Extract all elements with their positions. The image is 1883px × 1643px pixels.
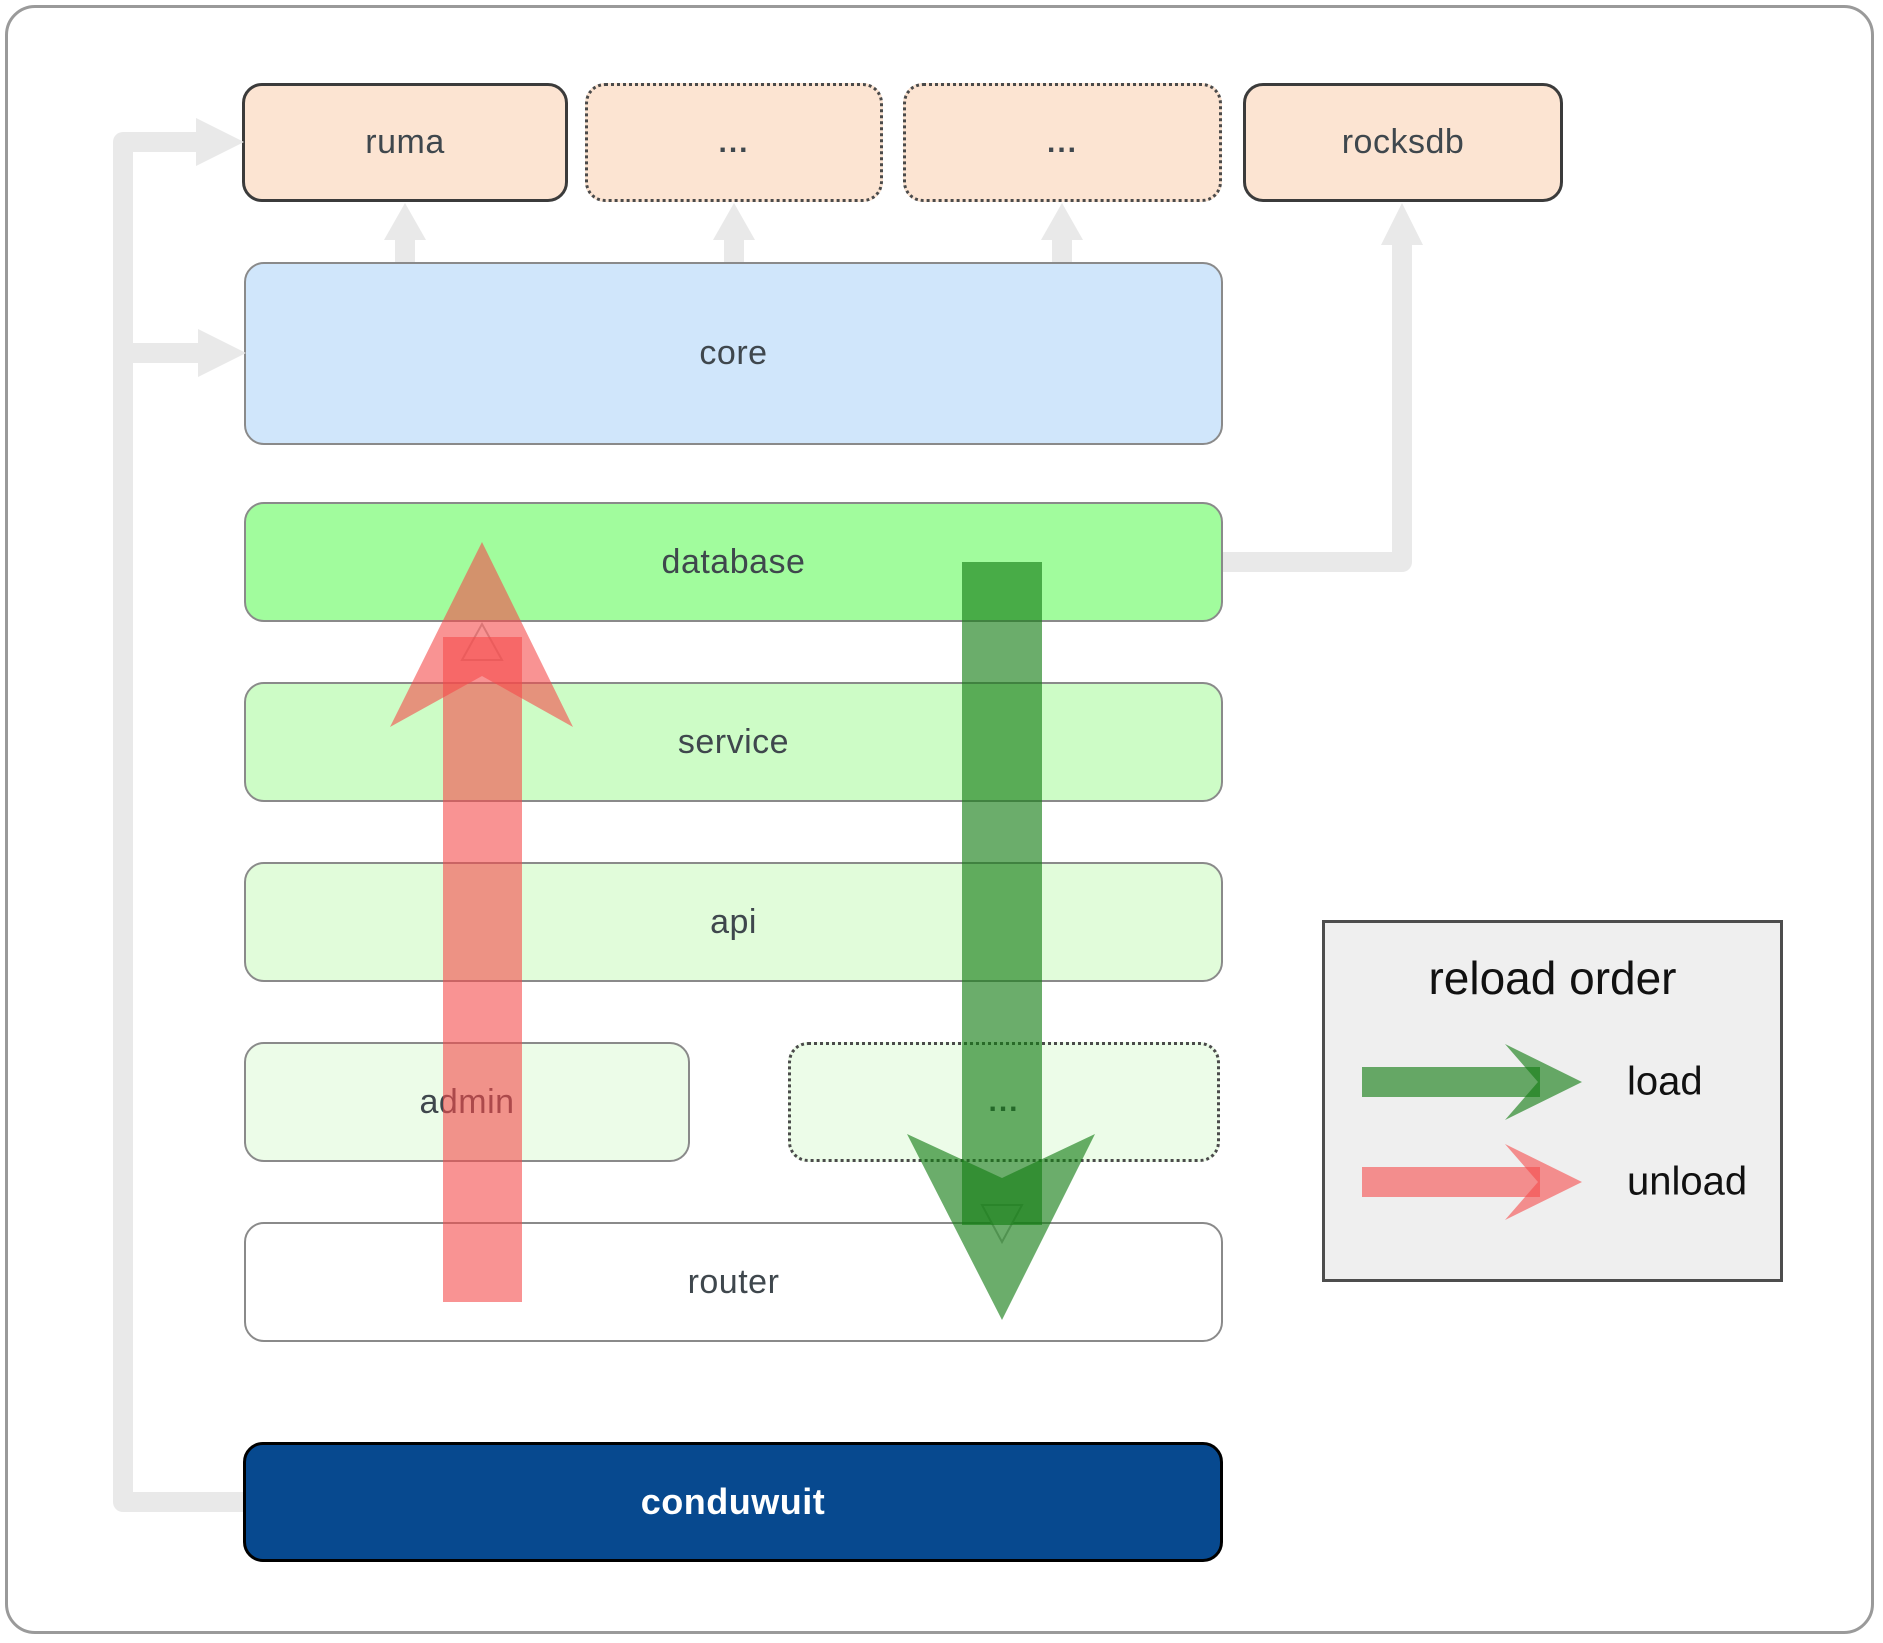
node-core: core bbox=[244, 262, 1223, 445]
node-ellipsis-bottom: ... bbox=[788, 1042, 1220, 1162]
node-router: router bbox=[244, 1222, 1223, 1342]
node-ellipsis-top-1-label: ... bbox=[718, 125, 750, 159]
legend-label-unload: unload bbox=[1627, 1159, 1748, 1204]
node-rocksdb: rocksdb bbox=[1243, 83, 1563, 202]
node-conduwuit: conduwuit bbox=[243, 1442, 1223, 1562]
node-admin-label: admin bbox=[419, 1082, 515, 1121]
node-api: api bbox=[244, 862, 1223, 982]
node-router-label: router bbox=[687, 1262, 780, 1301]
node-service-label: service bbox=[677, 722, 790, 761]
node-ellipsis-top-2: ... bbox=[903, 83, 1222, 202]
node-api-label: api bbox=[710, 902, 757, 941]
node-ruma: ruma bbox=[242, 83, 568, 202]
legend-box: reload order bbox=[1322, 920, 1783, 1282]
node-database-label: database bbox=[661, 542, 806, 581]
diagram-outer-border bbox=[5, 5, 1874, 1634]
node-ruma-label: ruma bbox=[365, 123, 445, 161]
legend-title: reload order bbox=[1428, 952, 1677, 1004]
node-ellipsis-top-1: ... bbox=[585, 83, 883, 202]
node-service: service bbox=[244, 682, 1223, 802]
node-core-label: core bbox=[699, 334, 768, 372]
legend-label-load: load bbox=[1627, 1059, 1703, 1104]
node-conduwuit-label: conduwuit bbox=[640, 1481, 826, 1522]
node-admin: admin bbox=[244, 1042, 690, 1162]
node-ellipsis-bottom-label: ... bbox=[988, 1085, 1020, 1118]
node-rocksdb-label: rocksdb bbox=[1341, 123, 1465, 161]
node-ellipsis-top-2-label: ... bbox=[1046, 125, 1078, 159]
node-database: database bbox=[244, 502, 1223, 622]
